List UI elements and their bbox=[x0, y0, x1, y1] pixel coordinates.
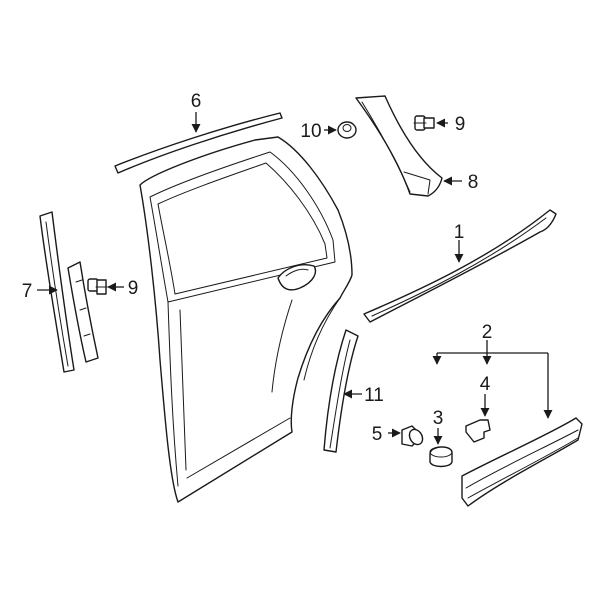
clip-upper bbox=[413, 115, 435, 131]
plug bbox=[401, 425, 424, 447]
fastener bbox=[429, 446, 453, 468]
callout-9-upper: 9 bbox=[455, 114, 466, 135]
leader-lines bbox=[37, 112, 553, 445]
belt-molding bbox=[363, 209, 557, 323]
callout-8: 8 bbox=[468, 172, 479, 193]
upper-frame-molding bbox=[114, 112, 283, 174]
callout-labels: 1 2 3 4 5 6 7 8 9 9 10 11 bbox=[22, 91, 493, 445]
callout-3: 3 bbox=[433, 408, 444, 429]
quarter-applique bbox=[355, 95, 443, 197]
grommet bbox=[337, 121, 357, 139]
callout-11: 11 bbox=[364, 385, 384, 406]
callout-2: 2 bbox=[482, 322, 493, 343]
bracket bbox=[465, 419, 491, 443]
callout-10: 10 bbox=[300, 121, 321, 142]
clip-lower bbox=[87, 278, 108, 295]
callout-4: 4 bbox=[480, 374, 491, 395]
lower-door-molding bbox=[461, 417, 583, 507]
pillar-applique bbox=[39, 211, 99, 373]
wheel-arch-molding bbox=[323, 329, 359, 453]
callout-5: 5 bbox=[372, 424, 383, 445]
callout-9-lower: 9 bbox=[128, 278, 139, 299]
callout-6: 6 bbox=[191, 91, 202, 112]
callout-7: 7 bbox=[22, 281, 33, 302]
callout-1: 1 bbox=[454, 222, 465, 243]
rear-door bbox=[139, 136, 353, 503]
